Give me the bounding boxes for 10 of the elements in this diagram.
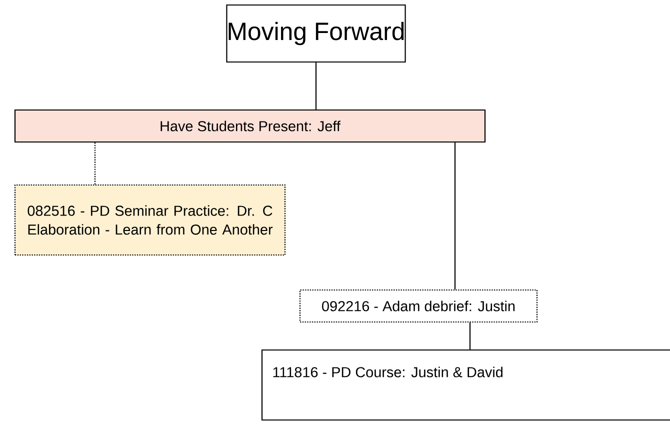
note-box: 092216 - Adam debrief: Justin xyxy=(299,289,538,323)
title-box: Moving Forward xyxy=(226,4,406,63)
connector-line xyxy=(94,142,96,184)
box-label: 111816 - PD Course: Justin & David xyxy=(273,366,502,378)
process-box: Have Students Present: Jeff xyxy=(14,109,486,143)
note-box: 082516 - PD Seminar Practice: Dr. C Elaboration - Learn from One Another xyxy=(14,184,286,256)
connector-line xyxy=(469,322,471,350)
connector-line xyxy=(454,142,456,290)
process-box xyxy=(261,349,670,421)
connector-line xyxy=(315,62,317,110)
